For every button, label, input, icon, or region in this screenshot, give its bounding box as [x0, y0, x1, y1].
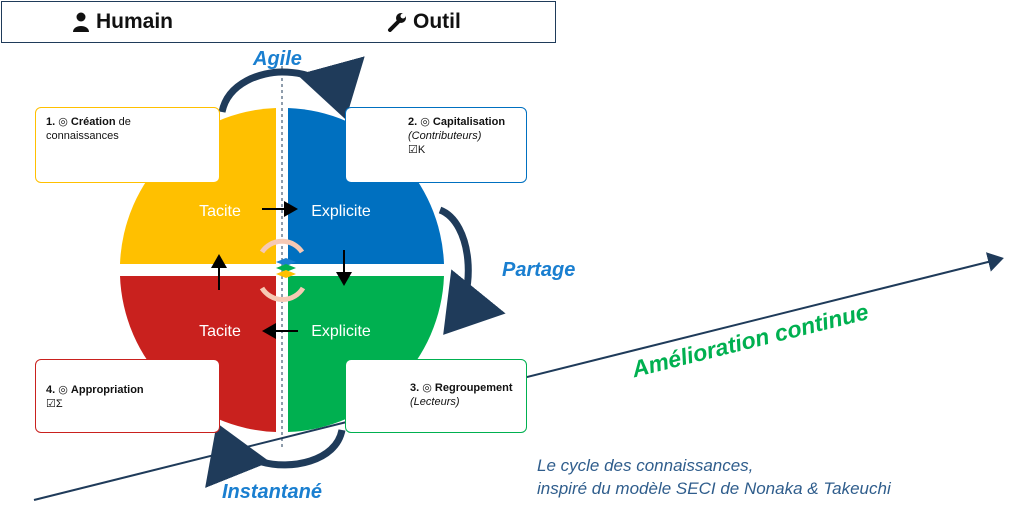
box-capitalisation-tag-row: ☑K [408, 143, 426, 156]
cycle-label-instantane: Instantané [222, 481, 323, 503]
header-left-label: Humain [96, 10, 174, 33]
cycle-label-agile: Agile [253, 48, 302, 70]
box-appropriation-title: 4. ◎ Appropriation [46, 384, 144, 396]
target-icon: ◎ [58, 384, 68, 396]
cycle-center-icon [259, 238, 306, 302]
header-bar: Humain Outil [1, 1, 556, 43]
cycle-label-partage: Partage [502, 259, 576, 281]
person-icon [73, 12, 89, 32]
cycle-arrow-bottom [205, 423, 346, 489]
box-capitalisation-title: 2. ◎ Capitalisation [408, 116, 506, 128]
box-creation: 1. ◎ Création de connaissances [35, 107, 220, 183]
target-icon: ◎ [422, 382, 432, 394]
box-capitalisation-sub: (Contributeurs) [408, 129, 482, 142]
quadrant-bottom-left [120, 276, 276, 432]
box-creation-line1: 1. ◎ Création de [46, 116, 131, 128]
header-humain: Humain [72, 10, 173, 34]
box-appropriation: 4. ◎ Appropriation ☑Σ [35, 359, 220, 433]
target-icon: ◎ [58, 116, 68, 128]
wrench-icon [388, 13, 406, 32]
caption-line2: inspiré du modèle SECI de Nonaka & Takeu… [537, 478, 891, 498]
checkbox-icon: ☑ [408, 143, 418, 156]
box-capitalisation: 2. ◎ Capitalisation (Contributeurs) ☑K [345, 107, 527, 183]
cycle-arrow-top [218, 56, 365, 120]
improvement-label: Amélioration continue [628, 298, 871, 382]
quadrant-label-top-left: Tacite [199, 203, 241, 220]
header-right-label: Outil [413, 10, 461, 33]
box-appropriation-tag-row: ☑Σ [46, 397, 63, 410]
cycle-arrow-right [438, 206, 506, 335]
box-creation-line2: connaissances [46, 129, 119, 142]
quadrant-top-left [120, 108, 276, 264]
caption: Le cycle des connaissances, inspiré du m… [537, 455, 891, 501]
header-outil: Outil [387, 10, 461, 34]
quadrant-top-right [288, 108, 444, 264]
quadrant-bottom-right [288, 276, 444, 432]
quadrant-label-bottom-right: Explicite [311, 323, 371, 340]
box-regroupement-title: 3. ◎ Regroupement [410, 382, 513, 394]
checkbox-icon: ☑ [46, 397, 56, 410]
quadrant-label-top-right: Explicite [311, 203, 371, 220]
target-icon: ◎ [420, 116, 430, 128]
box-regroupement-sub: (Lecteurs) [410, 395, 460, 408]
box-regroupement: 3. ◎ Regroupement (Lecteurs) [345, 359, 527, 433]
quadrant-label-bottom-left: Tacite [199, 323, 241, 340]
caption-line1: Le cycle des connaissances, [537, 456, 754, 475]
